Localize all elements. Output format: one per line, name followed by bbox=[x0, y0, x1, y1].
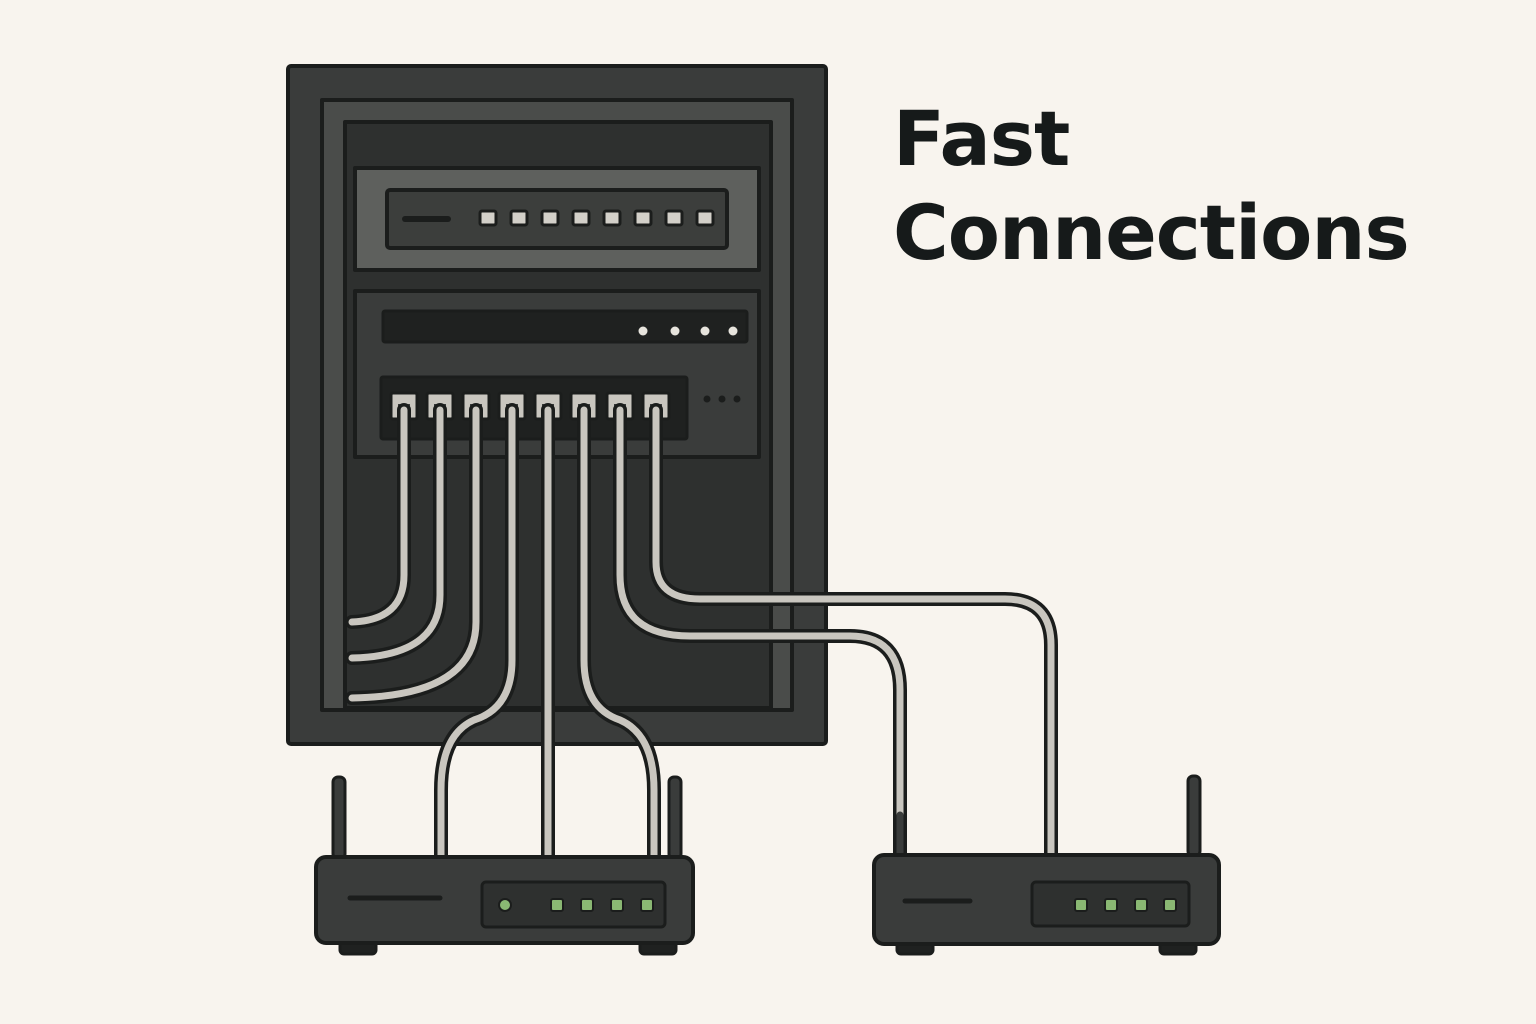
patch-panel-icon bbox=[353, 166, 761, 272]
router-icon bbox=[314, 775, 695, 956]
headline: Fast Connections bbox=[893, 92, 1410, 280]
headline-line-1: Fast bbox=[893, 94, 1070, 183]
server-rack-icon bbox=[286, 64, 828, 746]
network-cables bbox=[345, 403, 1058, 864]
router-icon bbox=[872, 774, 1221, 956]
headline-line-2: Connections bbox=[893, 188, 1410, 277]
network-switch-icon bbox=[353, 289, 761, 459]
